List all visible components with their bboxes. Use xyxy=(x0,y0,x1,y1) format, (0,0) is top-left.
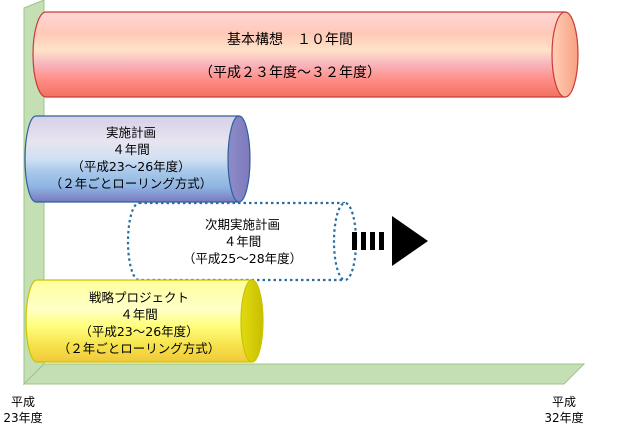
implementation-plan-label: 実施計画 ４年間 （平成23～26年度） （２年ごとローリング方式） xyxy=(26,124,236,192)
strategy-project-cylinder xyxy=(25,279,264,363)
timeline-floor xyxy=(22,0,586,386)
implementation-plan-cylinder xyxy=(24,115,251,203)
strategy-project-note: （２年ごとローリング方式） xyxy=(57,341,221,356)
strategy-project-period: （平成23～26年度） xyxy=(79,324,199,339)
implementation-plan-note: （２年ごとローリング方式） xyxy=(49,176,213,191)
next-plan-cylinder xyxy=(126,201,358,282)
basic-plan-title: 基本構想 １０年間 xyxy=(227,32,353,48)
strategy-project-duration: ４年間 xyxy=(120,307,158,322)
strategy-project-title: 戦略プロジェクト xyxy=(88,290,189,305)
floor-base xyxy=(22,363,586,385)
next-plan-title: 次期実施計画 xyxy=(204,217,280,232)
next-plan-label: 次期実施計画 ４年間 （平成25～28年度） xyxy=(150,216,335,267)
basic-plan-period: （平成２３年度～３２年度） xyxy=(199,65,381,81)
basic-plan-cylinder xyxy=(32,11,579,98)
implementation-plan-period: （平成23～26年度） xyxy=(71,159,191,174)
next-plan-period: （平成25～28年度） xyxy=(182,251,303,266)
strategy-project-label: 戦略プロジェクト ４年間 （平成23～26年度） （２年ごとローリング方式） xyxy=(28,289,250,357)
basic-plan-label: 基本構想 １０年間 （平成２３年度～３２年度） xyxy=(100,24,480,90)
implementation-plan-title: 実施計画 xyxy=(105,125,156,140)
next-plan-duration: ４年間 xyxy=(223,234,262,249)
implementation-plan-duration: ４年間 xyxy=(112,142,150,157)
right-arrow-icon xyxy=(352,216,428,266)
axis-end-label: 平成 32年度 xyxy=(544,395,584,426)
axis-start-label: 平成 23年度 xyxy=(3,395,43,426)
